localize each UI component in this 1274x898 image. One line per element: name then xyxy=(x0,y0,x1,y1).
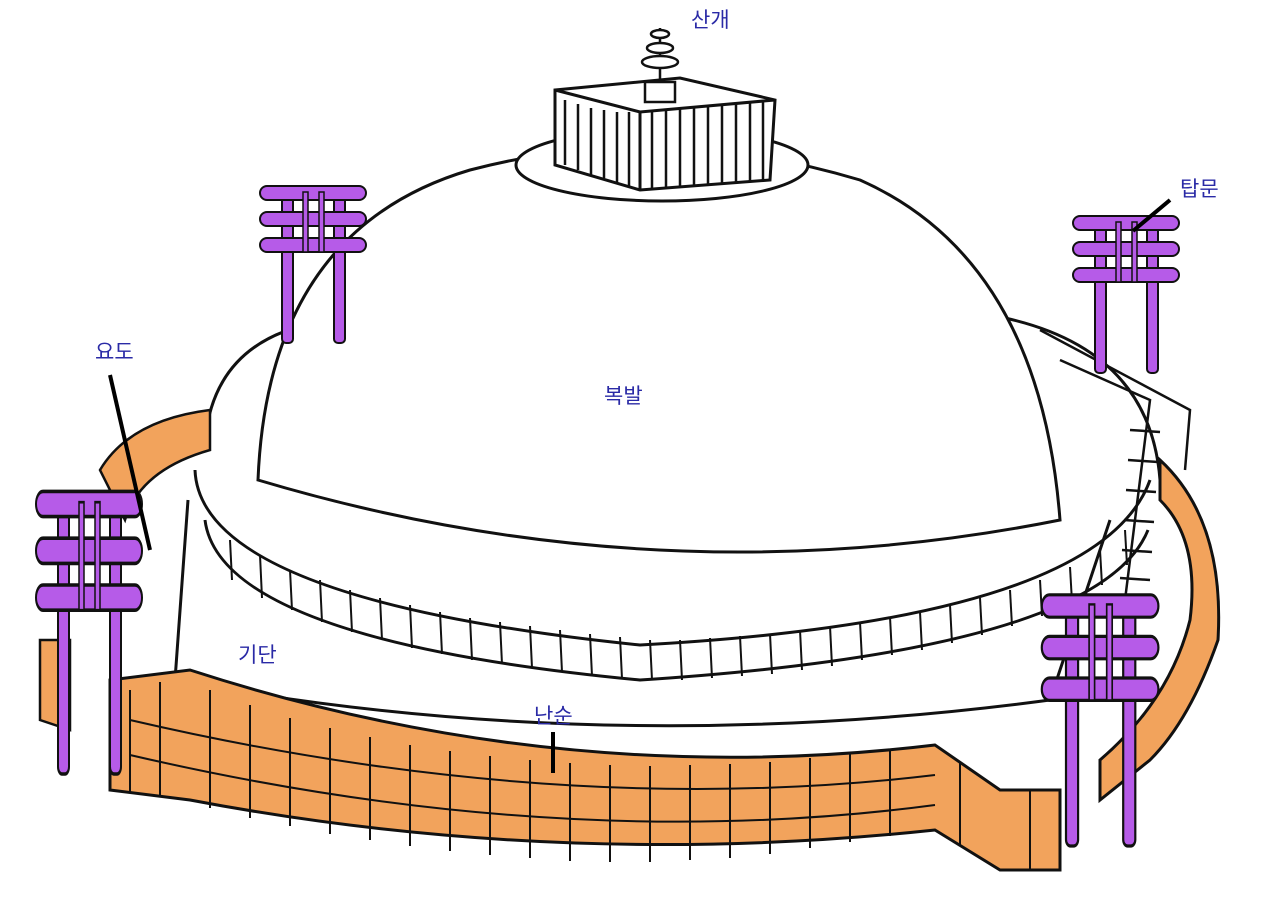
label-sangae: 산개 xyxy=(691,8,730,32)
label-nansun: 난순 xyxy=(534,704,573,728)
leader-lines xyxy=(108,198,1172,773)
label-gidan: 기단 xyxy=(238,643,277,667)
label-yodo: 요도 xyxy=(95,340,134,364)
staircase xyxy=(1039,328,1192,601)
chattra-umbrella xyxy=(640,28,680,104)
ground-railing xyxy=(38,408,1221,872)
label-tapmun: 탑문 xyxy=(1180,177,1219,201)
harmika xyxy=(553,76,777,192)
gateway-back-right xyxy=(1072,215,1180,374)
label-bokbal: 복발 xyxy=(604,384,643,408)
dome xyxy=(256,145,1062,554)
